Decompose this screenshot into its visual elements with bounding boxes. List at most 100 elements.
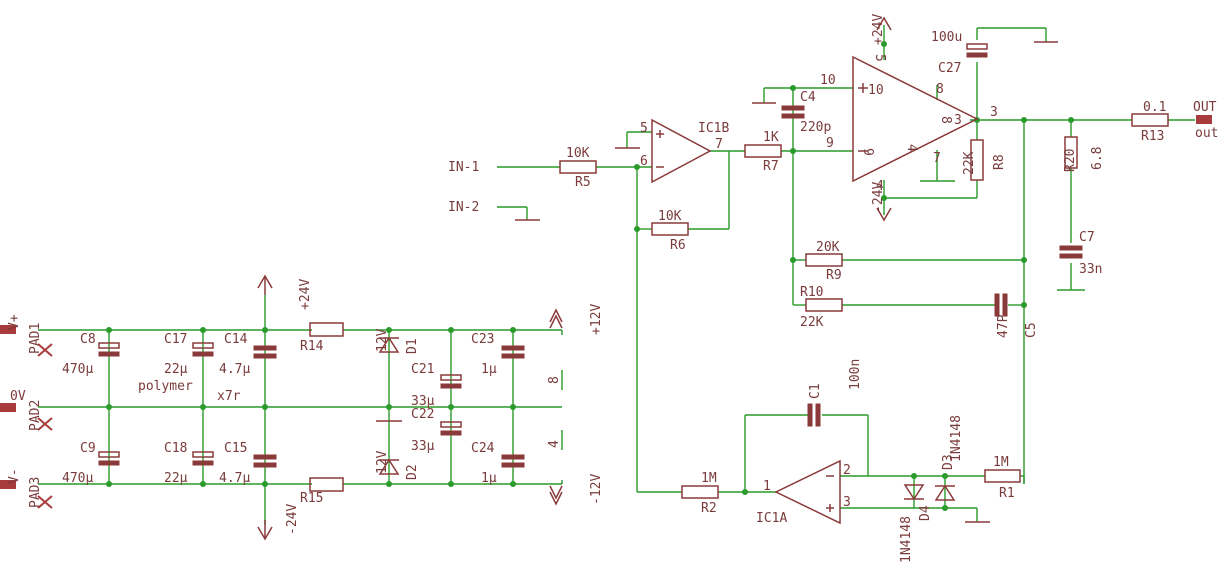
label-c15-val: 4.7µ bbox=[219, 471, 250, 486]
label-c7-val: 33n bbox=[1079, 262, 1102, 277]
label-c4: C4 bbox=[800, 90, 816, 105]
label-c27-val: 100u bbox=[931, 30, 962, 45]
label-c23-val: 1µ bbox=[481, 362, 497, 377]
label-r1-val: 1M bbox=[993, 455, 1009, 470]
label-minus12: -12V bbox=[589, 474, 604, 505]
label-c22: C22 bbox=[411, 407, 434, 422]
label-polymer: polymer bbox=[138, 379, 193, 394]
label-d4-part: 1N4148 bbox=[899, 516, 914, 563]
label-ic1a-pin1: 1 bbox=[763, 479, 771, 494]
label-r10: R10 bbox=[800, 285, 823, 300]
label-d2: D2 bbox=[405, 464, 420, 480]
label-d1: D1 bbox=[405, 338, 420, 354]
label-minus24-left: -24V bbox=[285, 504, 300, 535]
junctions bbox=[106, 41, 1074, 511]
label-r6-val: 10K bbox=[658, 209, 682, 224]
label-pin8-out: 8 bbox=[938, 116, 953, 124]
labels: V+ PAD1 0V PAD2 V- PAD3 C8 470µ C17 22µ … bbox=[7, 14, 1218, 563]
label-c21-val: 33µ bbox=[411, 394, 435, 409]
label-pin9: 9 bbox=[826, 136, 834, 151]
label-c14: C14 bbox=[224, 332, 248, 347]
label-c7: C7 bbox=[1079, 230, 1095, 245]
label-r7-val: 1K bbox=[763, 130, 779, 145]
label-c24-val: 1µ bbox=[481, 471, 497, 486]
label-r20-val: 6.8 bbox=[1090, 147, 1105, 170]
label-out: OUT bbox=[1193, 100, 1217, 115]
label-c22-val: 33µ bbox=[411, 439, 435, 454]
label-c17-val: 22µ bbox=[164, 362, 188, 377]
label-c14-val: 4.7µ bbox=[219, 362, 250, 377]
diodes bbox=[376, 336, 956, 501]
label-d3-part: 1N4148 bbox=[949, 415, 964, 462]
label-pad2-net: 0V bbox=[10, 389, 26, 404]
label-pin3-out: 3 bbox=[990, 105, 998, 120]
label-c18: C18 bbox=[164, 441, 187, 456]
label-d3: D3 bbox=[941, 454, 956, 470]
pad3 bbox=[0, 480, 53, 509]
label-r13-val: 0.1 bbox=[1143, 100, 1166, 115]
label-r10-val: 22K bbox=[800, 315, 824, 330]
label-c1: C1 bbox=[808, 383, 823, 399]
label-minus24-bottom: -24V bbox=[871, 182, 886, 213]
label-pin10-inner: 10 bbox=[868, 83, 884, 98]
label-pin9-inner: 9 bbox=[860, 148, 875, 156]
label-r9: R9 bbox=[826, 268, 842, 283]
label-pin8-inner: 8 bbox=[936, 82, 944, 97]
label-d2-v: 12V bbox=[375, 450, 390, 474]
label-r1: R1 bbox=[999, 486, 1015, 501]
label-c5: C5 bbox=[1024, 322, 1039, 338]
opamps bbox=[651, 55, 979, 525]
pad1 bbox=[0, 325, 53, 357]
label-pin4: 4 bbox=[547, 440, 562, 448]
label-r8: R8 bbox=[992, 154, 1007, 170]
label-pin8: 8 bbox=[547, 376, 562, 384]
resistor-bodies bbox=[309, 113, 1169, 499]
label-out-lower: out bbox=[1195, 126, 1218, 141]
label-ic1a-pin3: 3 bbox=[843, 495, 851, 510]
label-c27: C27 bbox=[938, 61, 961, 76]
label-c23: C23 bbox=[471, 332, 494, 347]
label-r14: R14 bbox=[300, 339, 324, 354]
label-d4: D4 bbox=[918, 505, 933, 521]
label-plus24-top: +24V bbox=[871, 14, 886, 45]
label-pin4-inner: 4 bbox=[904, 144, 919, 152]
label-r2: R2 bbox=[701, 501, 717, 516]
label-r13: R13 bbox=[1141, 129, 1164, 144]
label-pin3-inner: 3 bbox=[954, 113, 962, 128]
label-r7: R7 bbox=[763, 159, 779, 174]
label-pin4-bottom: 4 bbox=[876, 179, 884, 194]
label-c8-val: 470µ bbox=[62, 362, 93, 377]
label-x7r: x7r bbox=[217, 389, 241, 404]
label-r2-val: 1M bbox=[701, 471, 717, 486]
label-c21: C21 bbox=[411, 362, 434, 377]
label-ic1b-pin5: 5 bbox=[640, 121, 648, 136]
label-c1-val: 100n bbox=[848, 359, 863, 390]
label-pad3-v: V- bbox=[7, 468, 22, 484]
label-in2: IN-2 bbox=[448, 200, 479, 215]
label-pad3: PAD3 bbox=[28, 477, 43, 508]
label-c15: C15 bbox=[224, 441, 247, 456]
label-r5-val: 10K bbox=[566, 146, 590, 161]
label-r8-val: 22K bbox=[962, 151, 977, 175]
label-c8: C8 bbox=[80, 332, 96, 347]
label-plus12: +12V bbox=[589, 304, 604, 335]
label-ic1b-pin7: 7 bbox=[715, 137, 723, 152]
label-pad1-v: V+ bbox=[7, 314, 22, 330]
label-ic1a-pin2: 2 bbox=[843, 463, 851, 478]
label-c5-val: 47P bbox=[996, 314, 1011, 338]
label-ic1b: IC1B bbox=[698, 121, 729, 136]
label-r20: R20 bbox=[1063, 149, 1078, 172]
label-in1: IN-1 bbox=[448, 160, 479, 175]
label-r6: R6 bbox=[670, 238, 686, 253]
label-pad1: PAD1 bbox=[28, 323, 43, 354]
label-r9-val: 20K bbox=[816, 240, 840, 255]
capacitor-bodies bbox=[98, 43, 1083, 468]
label-r15: R15 bbox=[300, 491, 323, 506]
label-ic1a: IC1A bbox=[756, 511, 787, 526]
label-pin7-inner: 7 bbox=[933, 151, 941, 166]
label-plus24-left: +24V bbox=[298, 279, 313, 310]
out-pad bbox=[1196, 115, 1212, 124]
label-c4-val: 220p bbox=[800, 120, 831, 135]
